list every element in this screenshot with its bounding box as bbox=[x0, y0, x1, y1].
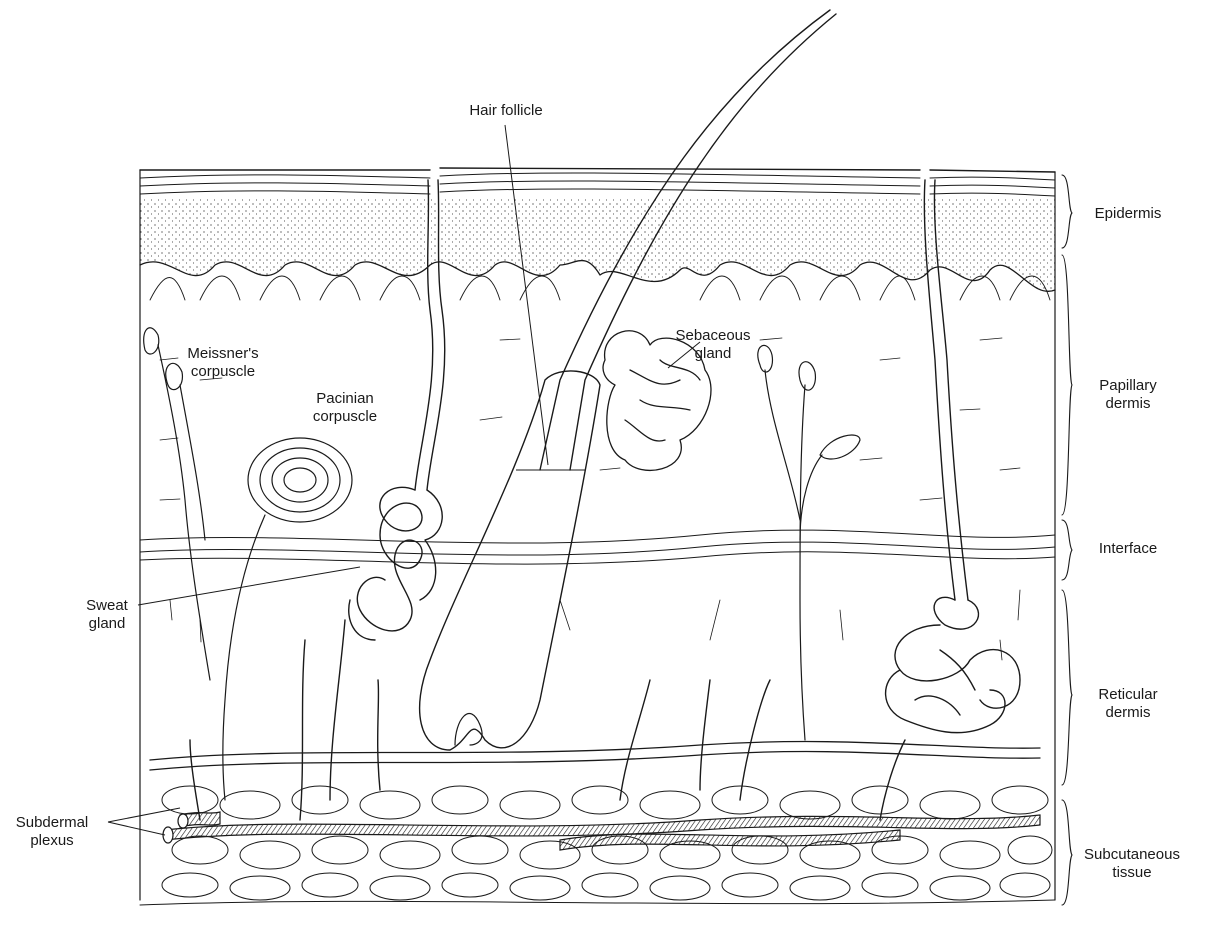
layer-epidermis-line1: Epidermis bbox=[1078, 205, 1178, 223]
label-sweat-gland: Sweat gland bbox=[62, 597, 152, 633]
layer-reticular-line1: Reticular bbox=[1078, 686, 1178, 704]
layer-label-subcutaneous-tissue: Subcutaneous tissue bbox=[1072, 846, 1192, 882]
layer-brackets bbox=[1062, 175, 1072, 905]
dermal-fibers bbox=[160, 338, 1020, 660]
label-meissners-corpuscle: Meissner's corpuscle bbox=[168, 345, 278, 381]
label-hair-follicle: Hair follicle bbox=[446, 102, 566, 120]
sweat-gland-coils-right bbox=[886, 597, 1020, 732]
layer-papillary-line1: Papillary bbox=[1078, 377, 1178, 395]
layer-label-interface: Interface bbox=[1078, 540, 1178, 558]
label-pacinian-line1: Pacinian bbox=[290, 390, 400, 408]
layer-subcutaneous-line2: tissue bbox=[1072, 864, 1192, 882]
sweat-gland-coils-left bbox=[349, 487, 443, 640]
hair-follicle-shape bbox=[420, 371, 600, 750]
stratum-corneum bbox=[140, 168, 1055, 196]
deep-vessels bbox=[150, 742, 1040, 770]
layer-subcutaneous-line1: Subcutaneous bbox=[1072, 846, 1192, 864]
label-subdermal-plexus: Subdermal plexus bbox=[4, 814, 100, 850]
label-pacinian-corpuscle: Pacinian corpuscle bbox=[290, 390, 400, 426]
label-sweat-line1: Sweat bbox=[62, 597, 152, 615]
layer-label-papillary-dermis: Papillary dermis bbox=[1078, 377, 1178, 413]
meissners-corpuscles bbox=[144, 328, 860, 740]
interface-band bbox=[140, 530, 1055, 564]
layer-reticular-line2: dermis bbox=[1078, 704, 1178, 722]
hair-papilla bbox=[455, 714, 482, 745]
layer-label-reticular-dermis: Reticular dermis bbox=[1078, 686, 1178, 722]
label-subdermal-line1: Subdermal bbox=[4, 814, 100, 832]
label-subdermal-line2: plexus bbox=[4, 832, 100, 850]
label-sebaceous-gland: Sebaceous gland bbox=[663, 327, 763, 363]
nerve-branches bbox=[190, 620, 905, 820]
label-pacinian-line2: corpuscle bbox=[290, 408, 400, 426]
layer-interface-line1: Interface bbox=[1078, 540, 1178, 558]
label-meissners-line1: Meissner's bbox=[168, 345, 278, 363]
subdermal-plexus-vessels bbox=[163, 812, 1040, 850]
label-meissners-line2: corpuscle bbox=[168, 363, 278, 381]
label-sebaceous-line2: gland bbox=[663, 345, 763, 363]
label-sebaceous-line1: Sebaceous bbox=[663, 327, 763, 345]
label-sweat-line2: gland bbox=[62, 615, 152, 633]
layer-label-epidermis: Epidermis bbox=[1078, 205, 1178, 223]
layer-papillary-line2: dermis bbox=[1078, 395, 1178, 413]
